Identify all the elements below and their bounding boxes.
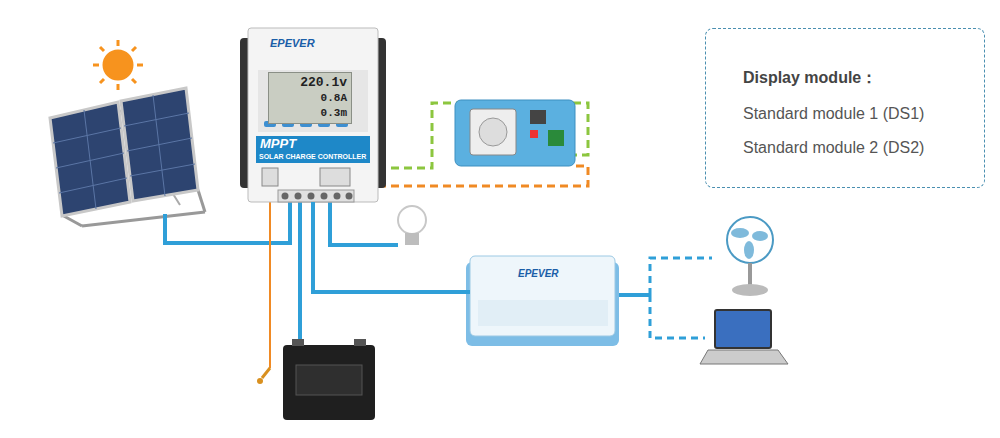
remote-meter-part bbox=[530, 130, 538, 138]
charge-controller-part bbox=[262, 168, 278, 186]
battery-part bbox=[292, 339, 304, 346]
sun-icon-part bbox=[132, 79, 136, 83]
wire-part bbox=[330, 200, 398, 245]
solar-panel-part-part bbox=[84, 110, 96, 209]
lcd-screen: 220.1v 0.8A 0.3m bbox=[268, 72, 352, 124]
fan-part bbox=[731, 228, 749, 238]
solar-panel-part bbox=[198, 190, 205, 212]
sun-icon-part bbox=[117, 84, 120, 90]
comm-cable-part bbox=[378, 166, 588, 186]
fan-part bbox=[732, 284, 768, 296]
temp-sensor bbox=[257, 368, 270, 384]
light-bulb bbox=[398, 206, 426, 245]
wire-part bbox=[298, 200, 302, 345]
power-wire bbox=[313, 202, 470, 292]
wire-dashed-part bbox=[650, 258, 712, 295]
module-item: Standard module 1 (DS1) bbox=[743, 105, 924, 123]
temp-sensor-cable bbox=[269, 200, 271, 368]
remote-meter-part bbox=[479, 118, 507, 146]
display-module-box: Display module： Standard module 1 (DS1) St… bbox=[705, 28, 985, 188]
brand-logo: EPEVER bbox=[518, 268, 559, 279]
inverter: EPEVER bbox=[470, 256, 615, 336]
laptop-part bbox=[700, 350, 788, 364]
sun-icon bbox=[93, 40, 143, 90]
battery-part bbox=[354, 339, 366, 346]
charge-controller-part bbox=[321, 193, 328, 200]
solar-panel-part-part bbox=[153, 95, 165, 196]
battery-part bbox=[296, 365, 362, 395]
fan-part bbox=[748, 263, 752, 285]
module-heading: Display module： bbox=[743, 69, 877, 87]
remote-meter bbox=[455, 100, 575, 166]
fan bbox=[727, 217, 773, 296]
inverter-part bbox=[478, 300, 608, 326]
solar-panel bbox=[50, 88, 205, 226]
solar-panel-part bbox=[121, 88, 198, 201]
charge-controller-part bbox=[346, 193, 353, 200]
temp-sensor-part bbox=[257, 378, 263, 384]
product-label: MPPT bbox=[260, 137, 296, 151]
solar-panel-part bbox=[50, 102, 130, 216]
wire bbox=[165, 200, 650, 345]
charge-controller-part bbox=[278, 190, 354, 202]
lcd-reading: 0.3m bbox=[321, 107, 347, 119]
sun-icon-part bbox=[104, 51, 132, 79]
lcd-reading: 0.8A bbox=[321, 92, 347, 104]
battery bbox=[283, 339, 375, 420]
brand-logo: EPEVER bbox=[270, 37, 315, 49]
charge-controller-part bbox=[258, 70, 368, 132]
fan-part bbox=[744, 241, 754, 259]
temp-sensor-part bbox=[262, 368, 270, 378]
fan-part bbox=[752, 231, 768, 241]
solar-panel-part bbox=[82, 212, 205, 226]
sun-icon-part bbox=[132, 47, 136, 51]
module-item: Standard module 2 (DS2) bbox=[743, 139, 924, 157]
sun-icon-part bbox=[137, 64, 143, 67]
charge-controller bbox=[240, 28, 386, 202]
fan-part bbox=[727, 217, 773, 263]
wire-dashed bbox=[650, 258, 712, 338]
charge-controller-part bbox=[295, 193, 302, 200]
inverter-part bbox=[470, 256, 615, 336]
sun-icon-part bbox=[93, 64, 99, 67]
charge-controller-part bbox=[320, 168, 350, 186]
sun-icon-part bbox=[117, 40, 120, 46]
light-bulb-part bbox=[398, 206, 426, 234]
product-label: SOLAR CHARGE CONTROLLER bbox=[259, 153, 366, 161]
light-bulb-part bbox=[405, 233, 419, 245]
remote-meter-part bbox=[548, 130, 564, 146]
solar-panel-part bbox=[53, 95, 195, 209]
remote-meter-part bbox=[455, 100, 575, 166]
wire-part bbox=[165, 200, 290, 243]
remote-meter-part bbox=[530, 110, 546, 124]
sun-icon-part bbox=[100, 47, 104, 51]
charge-controller-part bbox=[248, 28, 378, 202]
inverter bbox=[466, 256, 619, 346]
sun-icon-part bbox=[100, 79, 104, 83]
charge-controller-part bbox=[308, 193, 315, 200]
charge-controller-part bbox=[334, 193, 341, 200]
laptop bbox=[700, 310, 788, 364]
battery-part bbox=[283, 345, 375, 420]
lcd-reading: 220.1v bbox=[300, 76, 347, 90]
wire-part bbox=[615, 293, 650, 297]
remote-meter-part bbox=[470, 109, 516, 155]
laptop-part bbox=[715, 310, 771, 348]
charge-controller-part bbox=[256, 136, 370, 163]
wire-dashed-part bbox=[650, 295, 705, 338]
charge-controller-part bbox=[282, 193, 289, 200]
charge-controller: EPEVER MPPT SOLAR CHARGE CONTROLLER 220.1v 0… bbox=[248, 28, 378, 202]
